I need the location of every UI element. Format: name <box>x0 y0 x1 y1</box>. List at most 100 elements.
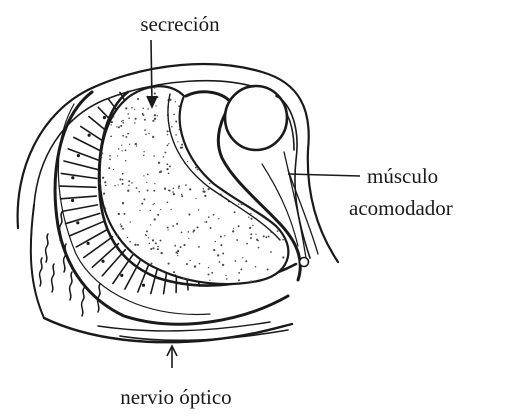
stipple-dot <box>226 278 228 280</box>
stipple-dot <box>105 208 106 209</box>
stipple-dot <box>134 122 136 124</box>
stipple-dot <box>166 163 168 165</box>
stipple-dot <box>169 190 171 192</box>
tissue-mark <box>82 288 84 316</box>
stipple-dot <box>235 260 237 262</box>
stipple-dot <box>167 145 169 147</box>
stipple-dot <box>203 191 205 193</box>
stipple-dot <box>213 249 215 251</box>
stipple-dot <box>257 240 258 241</box>
stipple-dot <box>199 263 201 265</box>
stipple-dot <box>219 261 221 263</box>
stipple-dot <box>263 235 265 237</box>
stipple-dot <box>181 195 183 197</box>
stipple-dot <box>149 243 151 245</box>
stipple-dot <box>265 236 267 238</box>
stipple-dot <box>178 185 180 187</box>
stipple-dot <box>138 191 140 193</box>
stipple-dot <box>155 105 156 106</box>
stipple-dot <box>130 221 131 222</box>
stipple-dot <box>198 209 200 211</box>
stipple-dot <box>238 272 240 274</box>
stipple-dot <box>204 221 205 222</box>
stipple-dot <box>167 134 169 136</box>
stipple-dot <box>122 202 124 204</box>
stipple-dot <box>196 226 198 228</box>
stipple-dot <box>157 246 159 248</box>
stipple-dot <box>124 213 126 215</box>
stipple-dot <box>128 184 130 186</box>
stipple-dot <box>134 109 135 110</box>
stipple-dot <box>103 193 105 195</box>
stipple-dot <box>109 155 111 157</box>
stipple-dot <box>122 122 124 124</box>
stipple-dot <box>111 124 112 125</box>
stipple-dot <box>277 230 279 232</box>
stipple-dot <box>198 246 200 248</box>
stipple-dot <box>113 116 114 117</box>
stipple-dot <box>108 167 110 169</box>
stipple-dot <box>143 151 144 152</box>
stipple-dot <box>177 255 178 256</box>
stipple-dot <box>167 227 169 229</box>
stipple-dot <box>217 254 219 256</box>
stipple-dot <box>105 185 107 187</box>
stipple-dot <box>139 210 140 211</box>
stipple-dot <box>209 227 211 229</box>
stipple-dot <box>258 247 260 249</box>
stipple-dot <box>176 223 178 225</box>
stipple-dot <box>137 91 138 92</box>
stipple-dot <box>189 188 191 190</box>
retina-rod <box>92 244 118 268</box>
lower-body <box>44 318 292 342</box>
stipple-dot <box>250 233 252 235</box>
stipple-dot <box>154 118 156 120</box>
stipple-dot <box>122 135 124 137</box>
stipple-dot <box>268 236 270 238</box>
stipple-dot <box>181 144 183 146</box>
stipple-dot <box>209 280 210 281</box>
retina-nucleus <box>77 154 80 157</box>
stipple-dot <box>110 136 112 138</box>
stipple-dot <box>122 120 124 122</box>
stipple-dot <box>144 129 146 131</box>
stipple-dot <box>157 115 158 116</box>
stipple-dot <box>125 107 127 109</box>
stipple-dot <box>233 228 234 229</box>
stipple-dot <box>114 185 115 186</box>
stipple-dot <box>125 150 127 152</box>
stipple-dot <box>195 198 196 199</box>
stipple-dot <box>177 250 179 252</box>
stipple-dot <box>153 204 154 205</box>
retina-nucleus <box>76 221 79 224</box>
stipple-dot <box>173 113 175 115</box>
stipple-dot <box>154 218 156 220</box>
retina-rod <box>68 149 102 162</box>
stipple-dot <box>152 247 154 249</box>
stipple-dot <box>191 158 192 159</box>
stipple-dot <box>172 225 174 227</box>
stipple-dot <box>206 221 208 223</box>
tissue-mark <box>40 258 42 286</box>
stipple-dot <box>111 121 113 123</box>
stipple-dot <box>238 203 239 204</box>
stipple-dot <box>136 187 138 189</box>
stipple-dot <box>147 190 149 192</box>
stipple-dot <box>218 218 219 219</box>
stipple-dot <box>100 156 102 158</box>
stipple-dot <box>164 188 166 190</box>
stipple-dot <box>236 239 238 241</box>
label-optic-nerve: nervio óptico <box>120 385 231 409</box>
stipple-dot <box>157 248 159 250</box>
stipple-dot <box>173 271 175 273</box>
retina-nucleus <box>101 260 104 263</box>
stipple-dot <box>131 182 133 184</box>
stipple-dot <box>154 87 156 89</box>
retina-rod <box>70 222 103 236</box>
tissue-mark <box>98 284 100 312</box>
retina-nucleus <box>71 176 74 179</box>
stipple-dot <box>135 143 137 145</box>
stipple-dot <box>150 224 151 225</box>
stipple-dot <box>144 119 146 121</box>
